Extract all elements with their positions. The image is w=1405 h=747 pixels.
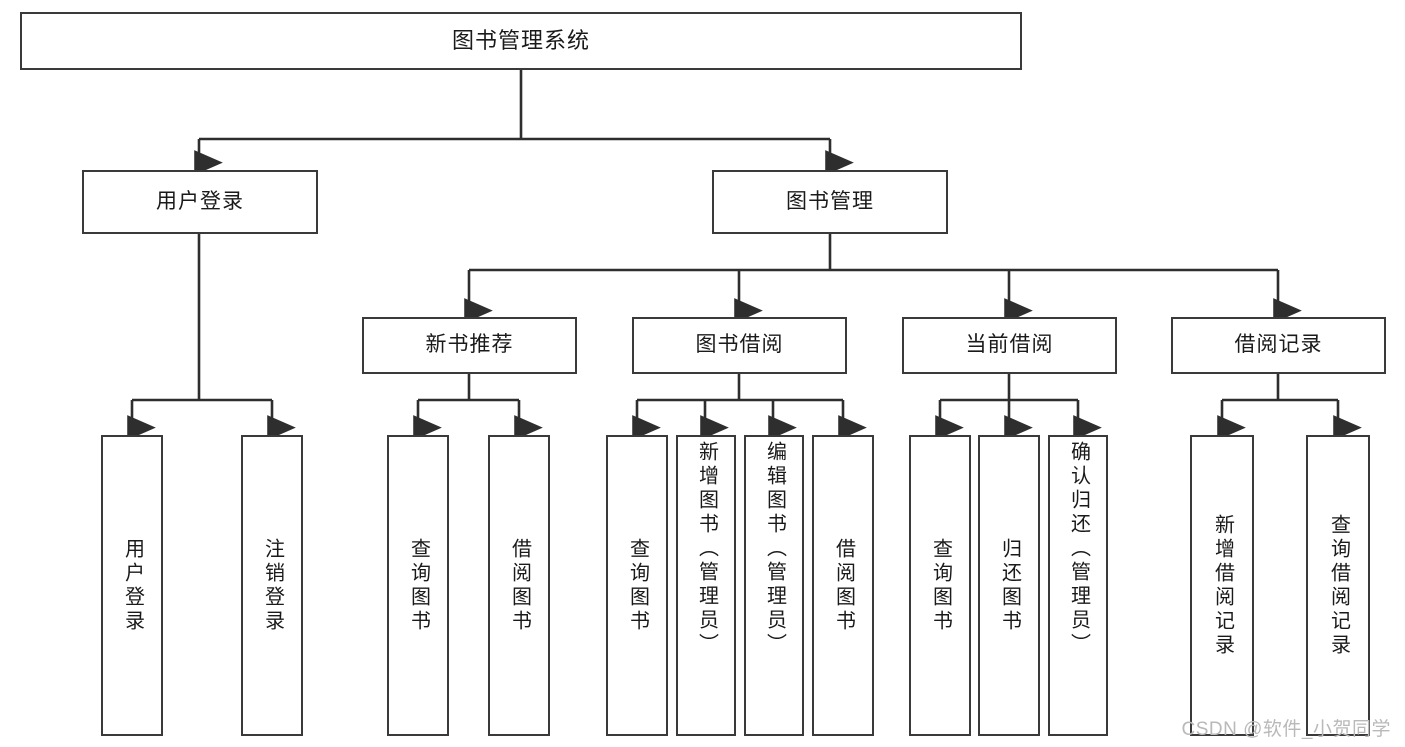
node-leaf-edit-book-admin[interactable]: 编辑图书（管理员） — [744, 435, 804, 736]
node-book-management-system[interactable]: 图书管理系统 — [20, 12, 1022, 70]
node-leaf-user-logout[interactable]: 注销登录 — [241, 435, 303, 736]
node-book-borrow[interactable]: 图书借阅 — [632, 317, 847, 374]
node-leaf-query-book-current[interactable]: 查询图书 — [909, 435, 971, 736]
node-leaf-add-borrow-record[interactable]: 新增借阅记录 — [1190, 435, 1254, 736]
node-borrow-record[interactable]: 借阅记录 — [1171, 317, 1386, 374]
node-current-borrow[interactable]: 当前借阅 — [902, 317, 1117, 374]
node-leaf-borrow-book[interactable]: 借阅图书 — [812, 435, 874, 736]
node-leaf-confirm-return-admin[interactable]: 确认归还（管理员） — [1048, 435, 1108, 736]
csdn-watermark: CSDN @软件_小贺同学 — [1181, 719, 1391, 740]
node-leaf-user-login[interactable]: 用户登录 — [101, 435, 163, 736]
node-user-login[interactable]: 用户登录 — [82, 170, 318, 234]
node-leaf-return-book[interactable]: 归还图书 — [978, 435, 1040, 736]
node-new-book-recommend[interactable]: 新书推荐 — [362, 317, 577, 374]
node-leaf-query-book-recommend[interactable]: 查询图书 — [387, 435, 449, 736]
node-leaf-query-borrow-record[interactable]: 查询借阅记录 — [1306, 435, 1370, 736]
node-leaf-add-book-admin[interactable]: 新增图书（管理员） — [676, 435, 736, 736]
node-leaf-query-book-borrow[interactable]: 查询图书 — [606, 435, 668, 736]
node-book-management[interactable]: 图书管理 — [712, 170, 948, 234]
node-leaf-borrow-book-recommend[interactable]: 借阅图书 — [488, 435, 550, 736]
